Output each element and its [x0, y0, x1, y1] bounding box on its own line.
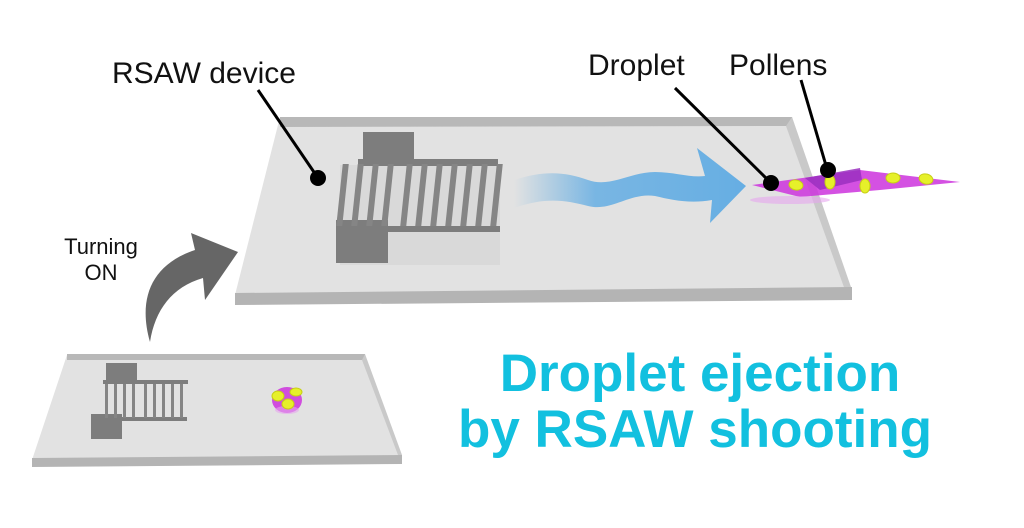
droplet-leader-dot [763, 175, 779, 191]
title-line2: by RSAW shooting [458, 400, 932, 459]
small-plate-front-edge [32, 455, 402, 467]
plate-back-rim [280, 117, 793, 127]
device-leader-dot [310, 170, 326, 186]
pollens-label: Pollens [729, 49, 827, 82]
pollens-leader-line [799, 79, 829, 170]
device-leader-line [256, 89, 320, 179]
small-idt-electrode [91, 363, 188, 439]
pollen-grains [788, 172, 934, 194]
rsaw-device-label: RSAW device [112, 57, 296, 90]
sessile-droplet [271, 387, 303, 414]
ejected-droplet [750, 168, 960, 204]
plate-right-rim [786, 117, 852, 290]
turning-on-label-line1: Turning [64, 234, 138, 259]
plate-front-edge [235, 287, 852, 305]
droplet-leader-line [673, 86, 772, 184]
turn-on-arrow-icon [145, 233, 238, 342]
rsaw-device-large [235, 79, 960, 305]
turning-on-label-line2: ON [85, 260, 118, 285]
idt-electrode [336, 132, 503, 263]
droplet-label: Droplet [588, 49, 685, 82]
rsaw-device-small [32, 354, 402, 467]
plate-top [235, 117, 850, 295]
wave-arrow-icon [514, 148, 746, 223]
small-plate-top [32, 355, 400, 460]
pollens-leader-dot [820, 162, 836, 178]
title-line1: Droplet ejection [500, 344, 901, 403]
